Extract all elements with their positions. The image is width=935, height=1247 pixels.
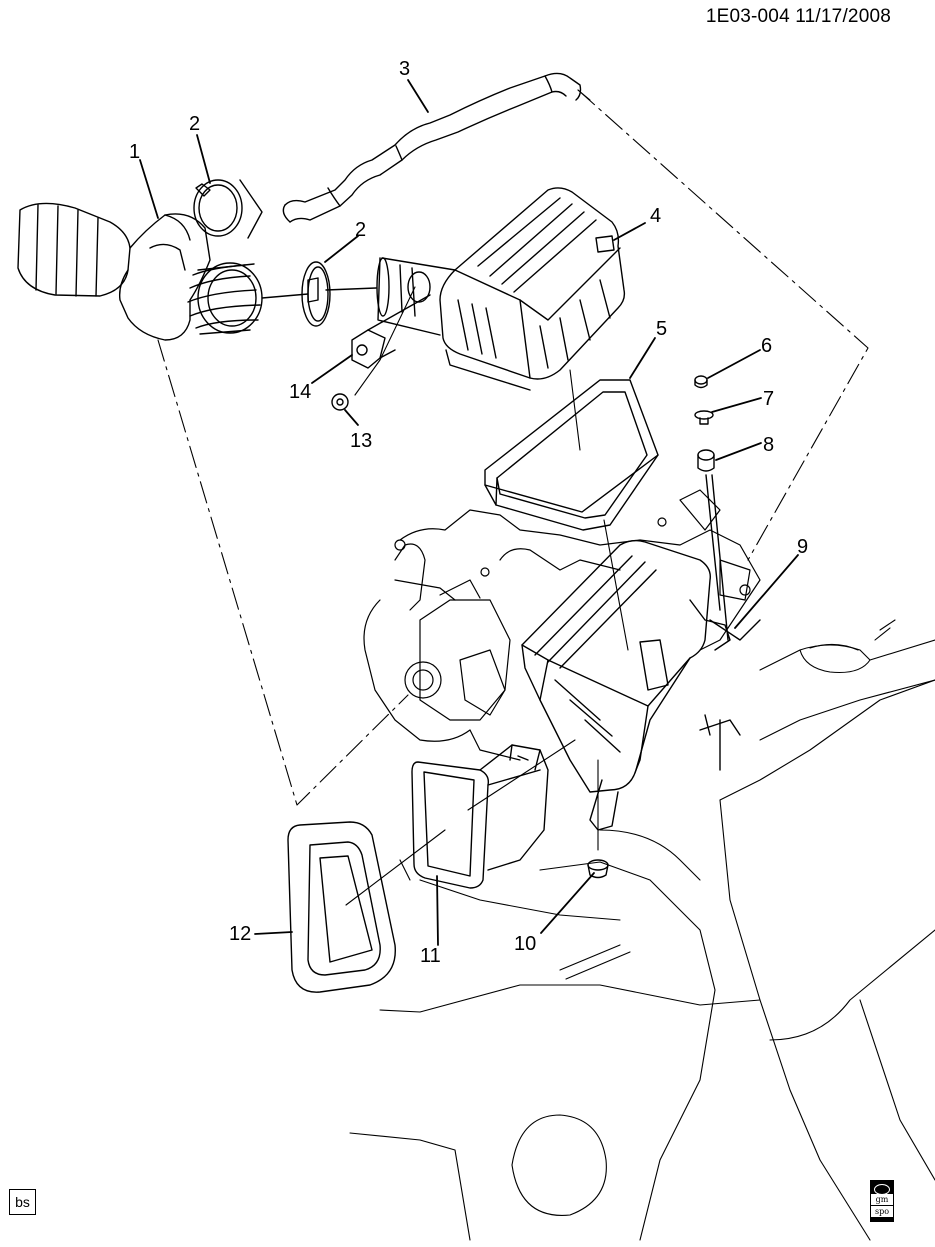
part-13-nut [331, 393, 349, 411]
callout-2-upper: 2 [189, 113, 200, 135]
part-5-air-filter-element [484, 379, 659, 531]
corrugated-coupler [187, 262, 263, 335]
bs-label-box: bs [9, 1189, 36, 1215]
part-12-seal [287, 821, 396, 993]
part-11-inlet-duct [411, 744, 549, 889]
part-2-hose-clamp-upper [193, 179, 263, 239]
part-10-grommet [587, 859, 609, 879]
vehicle-body-outline [349, 619, 935, 1241]
callout-5: 5 [656, 318, 667, 340]
callout-1: 1 [129, 141, 140, 163]
callout-13: 13 [350, 430, 372, 452]
engine-assembly [363, 489, 761, 761]
part-3-breather-hose [282, 72, 582, 223]
callout-4: 4 [650, 205, 661, 227]
part-1-intake-resonator [17, 202, 211, 341]
logo-text-spo: spo [871, 1206, 893, 1217]
callout-6: 6 [761, 335, 772, 357]
callout-9: 9 [797, 536, 808, 558]
callout-12: 12 [229, 923, 251, 945]
gm-spo-logo: gm spo [870, 1180, 894, 1222]
callout-10: 10 [514, 933, 536, 955]
callout-11: 11 [420, 945, 441, 967]
part-9-bracket-vertical [705, 474, 761, 771]
callout-2-lower: 2 [355, 219, 366, 241]
part-2-hose-clamp-lower [261, 261, 377, 327]
logo-text-gm: gm [871, 1194, 893, 1205]
part-14-airflow-sensor [351, 294, 431, 369]
leader-lines [139, 79, 799, 946]
diagram-code-date: 1E03-004 11/17/2008 [705, 6, 891, 27]
part-8-grommet [697, 449, 715, 472]
callout-3: 3 [399, 58, 410, 80]
callout-7: 7 [763, 388, 774, 410]
locator-lines [345, 286, 629, 906]
part-7-washer [694, 410, 714, 425]
callout-8: 8 [763, 434, 774, 456]
callout-14: 14 [289, 381, 311, 403]
part-4-air-cleaner-cover [376, 187, 626, 391]
part-9-air-cleaner-housing [521, 539, 741, 831]
callout-labels: 1 2 2 3 4 5 6 7 8 9 10 11 12 13 14 [129, 58, 808, 967]
part-6-nut [694, 375, 708, 389]
